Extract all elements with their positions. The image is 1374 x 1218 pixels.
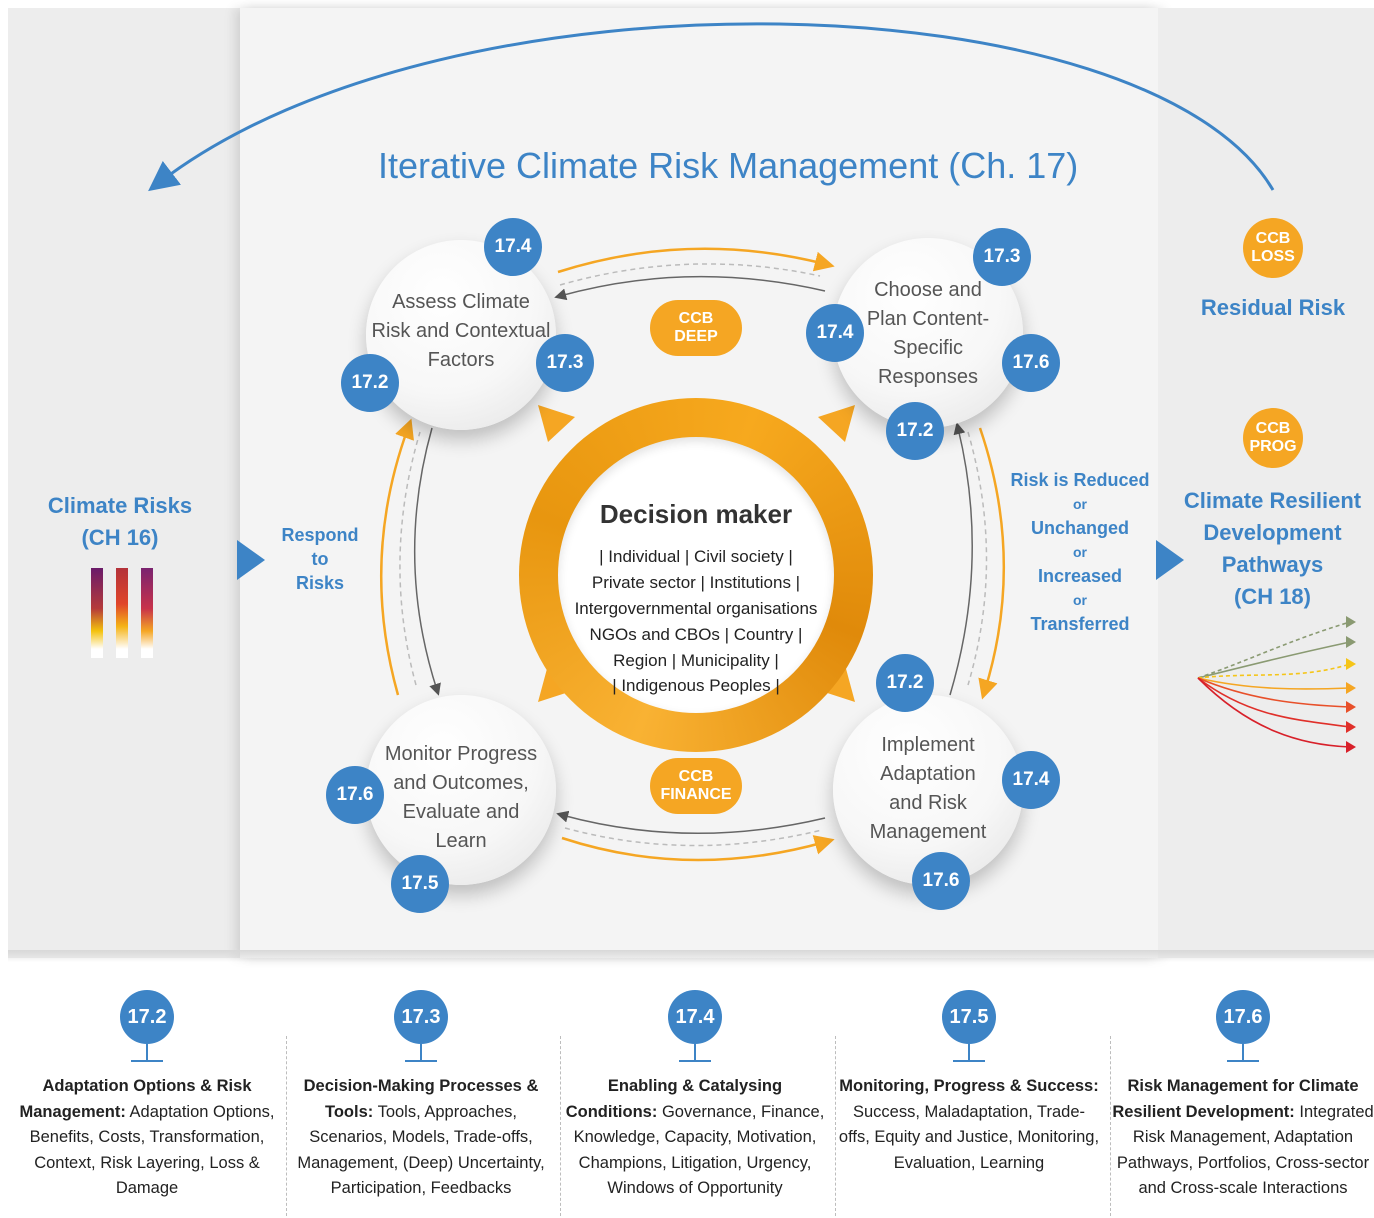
section-badge[interactable]: 17.6 xyxy=(1002,334,1060,392)
section-description: Risk Management for Climate Resilient De… xyxy=(1112,1077,1374,1197)
section-number-badge[interactable]: 17.4 xyxy=(668,990,722,1044)
step-label: Responses xyxy=(877,366,979,388)
badge-stem xyxy=(1242,1044,1244,1060)
risk-strip-2 xyxy=(116,568,128,658)
step-label: Choose and xyxy=(874,279,982,301)
step-label: Factors xyxy=(427,349,495,371)
risk-outcome-label: Risk is Reduced or Unchanged or Increase… xyxy=(1010,470,1150,634)
badge-foot xyxy=(1227,1060,1259,1062)
badge-stem xyxy=(146,1044,148,1060)
section-description: Enabling & Catalysing Conditions: Govern… xyxy=(565,1077,825,1197)
step-label: and Risk xyxy=(889,792,967,814)
column-divider xyxy=(286,1036,287,1216)
right-panel xyxy=(1158,8,1374,958)
step-label: Plan Content- xyxy=(866,308,990,330)
step-label: Assess Climate xyxy=(392,291,530,313)
diagram-title: Iterative Climate Risk Management (Ch. 1… xyxy=(378,145,1079,186)
column-divider xyxy=(835,1036,836,1216)
decision-maker-line: Intergovernmental organisations xyxy=(574,599,818,618)
risk-strip-1 xyxy=(91,568,103,658)
section-number-badge[interactable]: 17.2 xyxy=(120,990,174,1044)
left-panel xyxy=(8,8,240,958)
column-divider xyxy=(560,1036,561,1216)
step-implement: Implement Adaptation and Risk Management xyxy=(833,695,1023,885)
risk-strip-3 xyxy=(141,568,153,658)
pathways-graphic xyxy=(1197,621,1351,748)
section-number-badge[interactable]: 17.6 xyxy=(1216,990,1270,1044)
step-label: Management xyxy=(869,821,987,843)
step-label: Monitor Progress xyxy=(384,743,538,765)
badge-stem xyxy=(968,1044,970,1060)
panel-shadow xyxy=(8,950,1374,962)
section-badge[interactable]: 17.6 xyxy=(326,766,384,824)
step-label: Evaluate and xyxy=(402,801,520,823)
section-summary-17-6: 17.6 Risk Management for Climate Resilie… xyxy=(1112,990,1374,1202)
decision-maker-line: NGOs and CBOs | Country | xyxy=(589,625,803,644)
section-summary-17-4: 17.4 Enabling & Catalysing Conditions: G… xyxy=(564,990,826,1202)
section-badge[interactable]: 17.2 xyxy=(341,354,399,412)
decision-maker-line: Private sector | Institutions | xyxy=(591,573,801,592)
step-monitor: Monitor Progress and Outcomes, Evaluate … xyxy=(366,695,556,885)
left-flow-arrow xyxy=(237,540,265,580)
decision-maker-title: Decision maker xyxy=(599,499,793,529)
section-summary-17-3: 17.3 Decision-Making Processes & Tools: … xyxy=(290,990,552,1202)
decision-maker-line: Region | Municipality | xyxy=(613,651,779,670)
step-label: Adaptation xyxy=(880,763,976,785)
section-badge[interactable]: 17.3 xyxy=(536,334,594,392)
feedback-arc xyxy=(148,22,1275,192)
climate-risks-title: Climate Risks(CH 16) xyxy=(47,493,193,550)
badge-foot xyxy=(953,1060,985,1062)
badge-foot xyxy=(405,1060,437,1062)
badge-foot xyxy=(679,1060,711,1062)
right-flow-arrow xyxy=(1156,540,1184,580)
section-description: Adaptation Options & Risk Management: Ad… xyxy=(19,1077,275,1197)
section-badge[interactable]: 17.2 xyxy=(886,402,944,460)
section-summary-17-2: 17.2 Adaptation Options & Risk Managemen… xyxy=(16,990,278,1202)
section-badge[interactable]: 17.4 xyxy=(484,218,542,276)
section-badge[interactable]: 17.3 xyxy=(973,228,1031,286)
decision-maker-line: | Individual | Civil society | xyxy=(599,547,793,566)
decision-maker-core: Decision maker | Individual | Civil soci… xyxy=(558,437,834,713)
section-badge[interactable]: 17.4 xyxy=(1002,751,1060,809)
section-number-badge[interactable]: 17.3 xyxy=(394,990,448,1044)
decision-maker-line: | Indigenous Peoples | xyxy=(612,676,780,695)
badge-stem xyxy=(420,1044,422,1060)
section-badge[interactable]: 17.4 xyxy=(806,304,864,362)
column-divider xyxy=(1110,1036,1111,1216)
step-label: Specific xyxy=(892,337,964,359)
pathway-arrowheads xyxy=(1346,616,1356,753)
step-assess: Assess Climate Risk and Contextual Facto… xyxy=(366,240,556,430)
section-summary-17-5: 17.5 Monitoring, Progress & Success: Suc… xyxy=(838,990,1100,1176)
section-description: Monitoring, Progress & Success: Success,… xyxy=(838,1077,1100,1172)
section-description: Decision-Making Processes & Tools: Tools… xyxy=(297,1077,545,1197)
badge-stem xyxy=(694,1044,696,1060)
step-label: Learn xyxy=(435,830,487,852)
section-number-badge[interactable]: 17.5 xyxy=(942,990,996,1044)
section-badge[interactable]: 17.5 xyxy=(391,855,449,913)
section-badge[interactable]: 17.2 xyxy=(876,654,934,712)
badge-foot xyxy=(131,1060,163,1062)
decision-maker-ring: Decision maker | Individual | Civil soci… xyxy=(519,398,873,752)
residual-risk-label: Residual Risk xyxy=(1200,295,1346,320)
step-label: and Outcomes, xyxy=(393,772,529,794)
section-badge[interactable]: 17.6 xyxy=(912,852,970,910)
ring-pointer-tr xyxy=(818,405,855,442)
step-label: Implement xyxy=(881,734,975,756)
step-label: Risk and Contextual xyxy=(371,320,551,342)
ring-pointer-tl xyxy=(538,405,575,442)
